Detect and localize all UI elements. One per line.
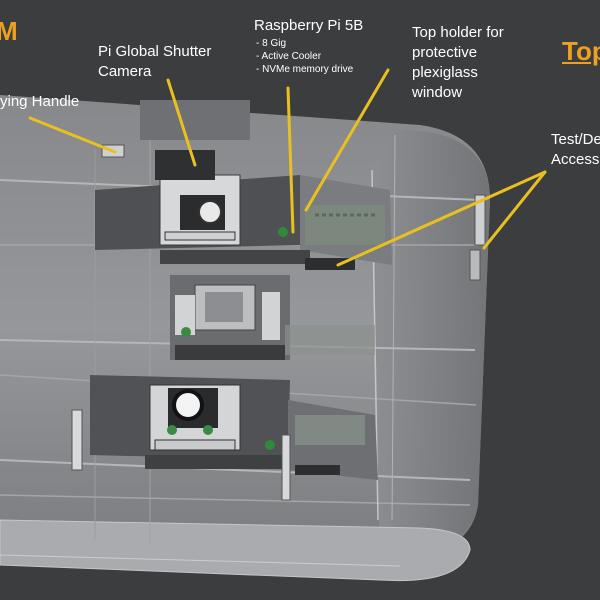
pi-spec-nvme: - NVMe memory drive — [256, 64, 354, 75]
title-partial: M — [0, 16, 18, 46]
camera-label-line2: Camera — [98, 63, 152, 80]
test-label-line1: Test/De — [551, 131, 600, 148]
test-label-line2: Access — [551, 151, 600, 168]
pi-label-title: Raspberry Pi 5B — [254, 17, 364, 34]
holder-label-line4: window — [412, 84, 463, 101]
pi-spec-ram: - 8 Gig — [256, 38, 287, 49]
holder-label-line3: plexiglass — [412, 64, 478, 81]
middle-camera-module — [170, 275, 375, 360]
holder-label-line2: protective — [412, 44, 478, 61]
pi-spec-cooler: - Active Cooler — [256, 51, 322, 62]
upper-camera-module — [155, 150, 310, 264]
callout-lines — [28, 68, 547, 267]
upper-pi-board — [305, 205, 385, 270]
camera-label-line1: Pi Global Shutter — [98, 43, 212, 60]
holder-label-line1: Top holder for — [412, 24, 504, 41]
handle-label: ying Handle — [0, 93, 80, 110]
lower-camera-module — [145, 384, 365, 475]
top-view-heading-partial: Top — [562, 36, 600, 66]
